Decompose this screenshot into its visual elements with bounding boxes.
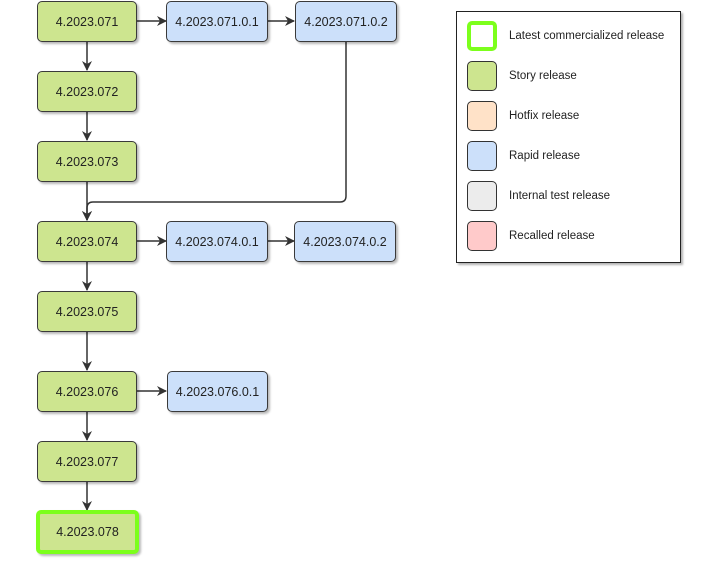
legend-swatch-latest <box>467 21 497 51</box>
node-4-2023-073[interactable]: 4.2023.073 <box>37 141 137 182</box>
legend-item-story: Story release <box>467 61 577 91</box>
edge-071-0-2-to-074 <box>82 42 347 221</box>
legend-item-rapid: Rapid release <box>467 141 580 171</box>
legend-label: Recalled release <box>509 230 595 242</box>
legend-swatch-internal-test <box>467 181 497 211</box>
legend-label: Story release <box>509 70 577 82</box>
legend-label: Latest commercialized release <box>509 30 665 42</box>
node-4-2023-074[interactable]: 4.2023.074 <box>37 221 137 262</box>
legend-item-hotfix: Hotfix release <box>467 101 579 131</box>
legend-swatch-story <box>467 61 497 91</box>
node-4-2023-076[interactable]: 4.2023.076 <box>37 371 137 412</box>
legend-item-internal-test: Internal test release <box>467 181 610 211</box>
legend-swatch-rapid <box>467 141 497 171</box>
node-4-2023-075[interactable]: 4.2023.075 <box>37 291 137 332</box>
legend-swatch-recalled <box>467 221 497 251</box>
legend-label: Hotfix release <box>509 110 580 122</box>
node-4-2023-071[interactable]: 4.2023.071 <box>37 1 137 42</box>
node-4-2023-078-latest[interactable]: 4.2023.078 <box>36 510 139 554</box>
legend-label: Rapid release <box>509 150 580 162</box>
node-4-2023-072[interactable]: 4.2023.072 <box>37 71 137 112</box>
node-4-2023-071-0-1[interactable]: 4.2023.071.0.1 <box>166 1 268 42</box>
node-4-2023-077[interactable]: 4.2023.077 <box>37 441 137 482</box>
legend-item-recalled: Recalled release <box>467 221 595 251</box>
legend-swatch-hotfix <box>467 101 497 131</box>
node-4-2023-074-0-2[interactable]: 4.2023.074.0.2 <box>294 221 396 262</box>
legend: Latest commercialized release Story rele… <box>456 11 681 263</box>
legend-item-latest: Latest commercialized release <box>467 21 664 51</box>
node-4-2023-076-0-1[interactable]: 4.2023.076.0.1 <box>167 371 268 412</box>
legend-label: Internal test release <box>509 190 611 202</box>
node-4-2023-071-0-2[interactable]: 4.2023.071.0.2 <box>295 1 397 42</box>
node-4-2023-074-0-1[interactable]: 4.2023.074.0.1 <box>166 221 268 262</box>
